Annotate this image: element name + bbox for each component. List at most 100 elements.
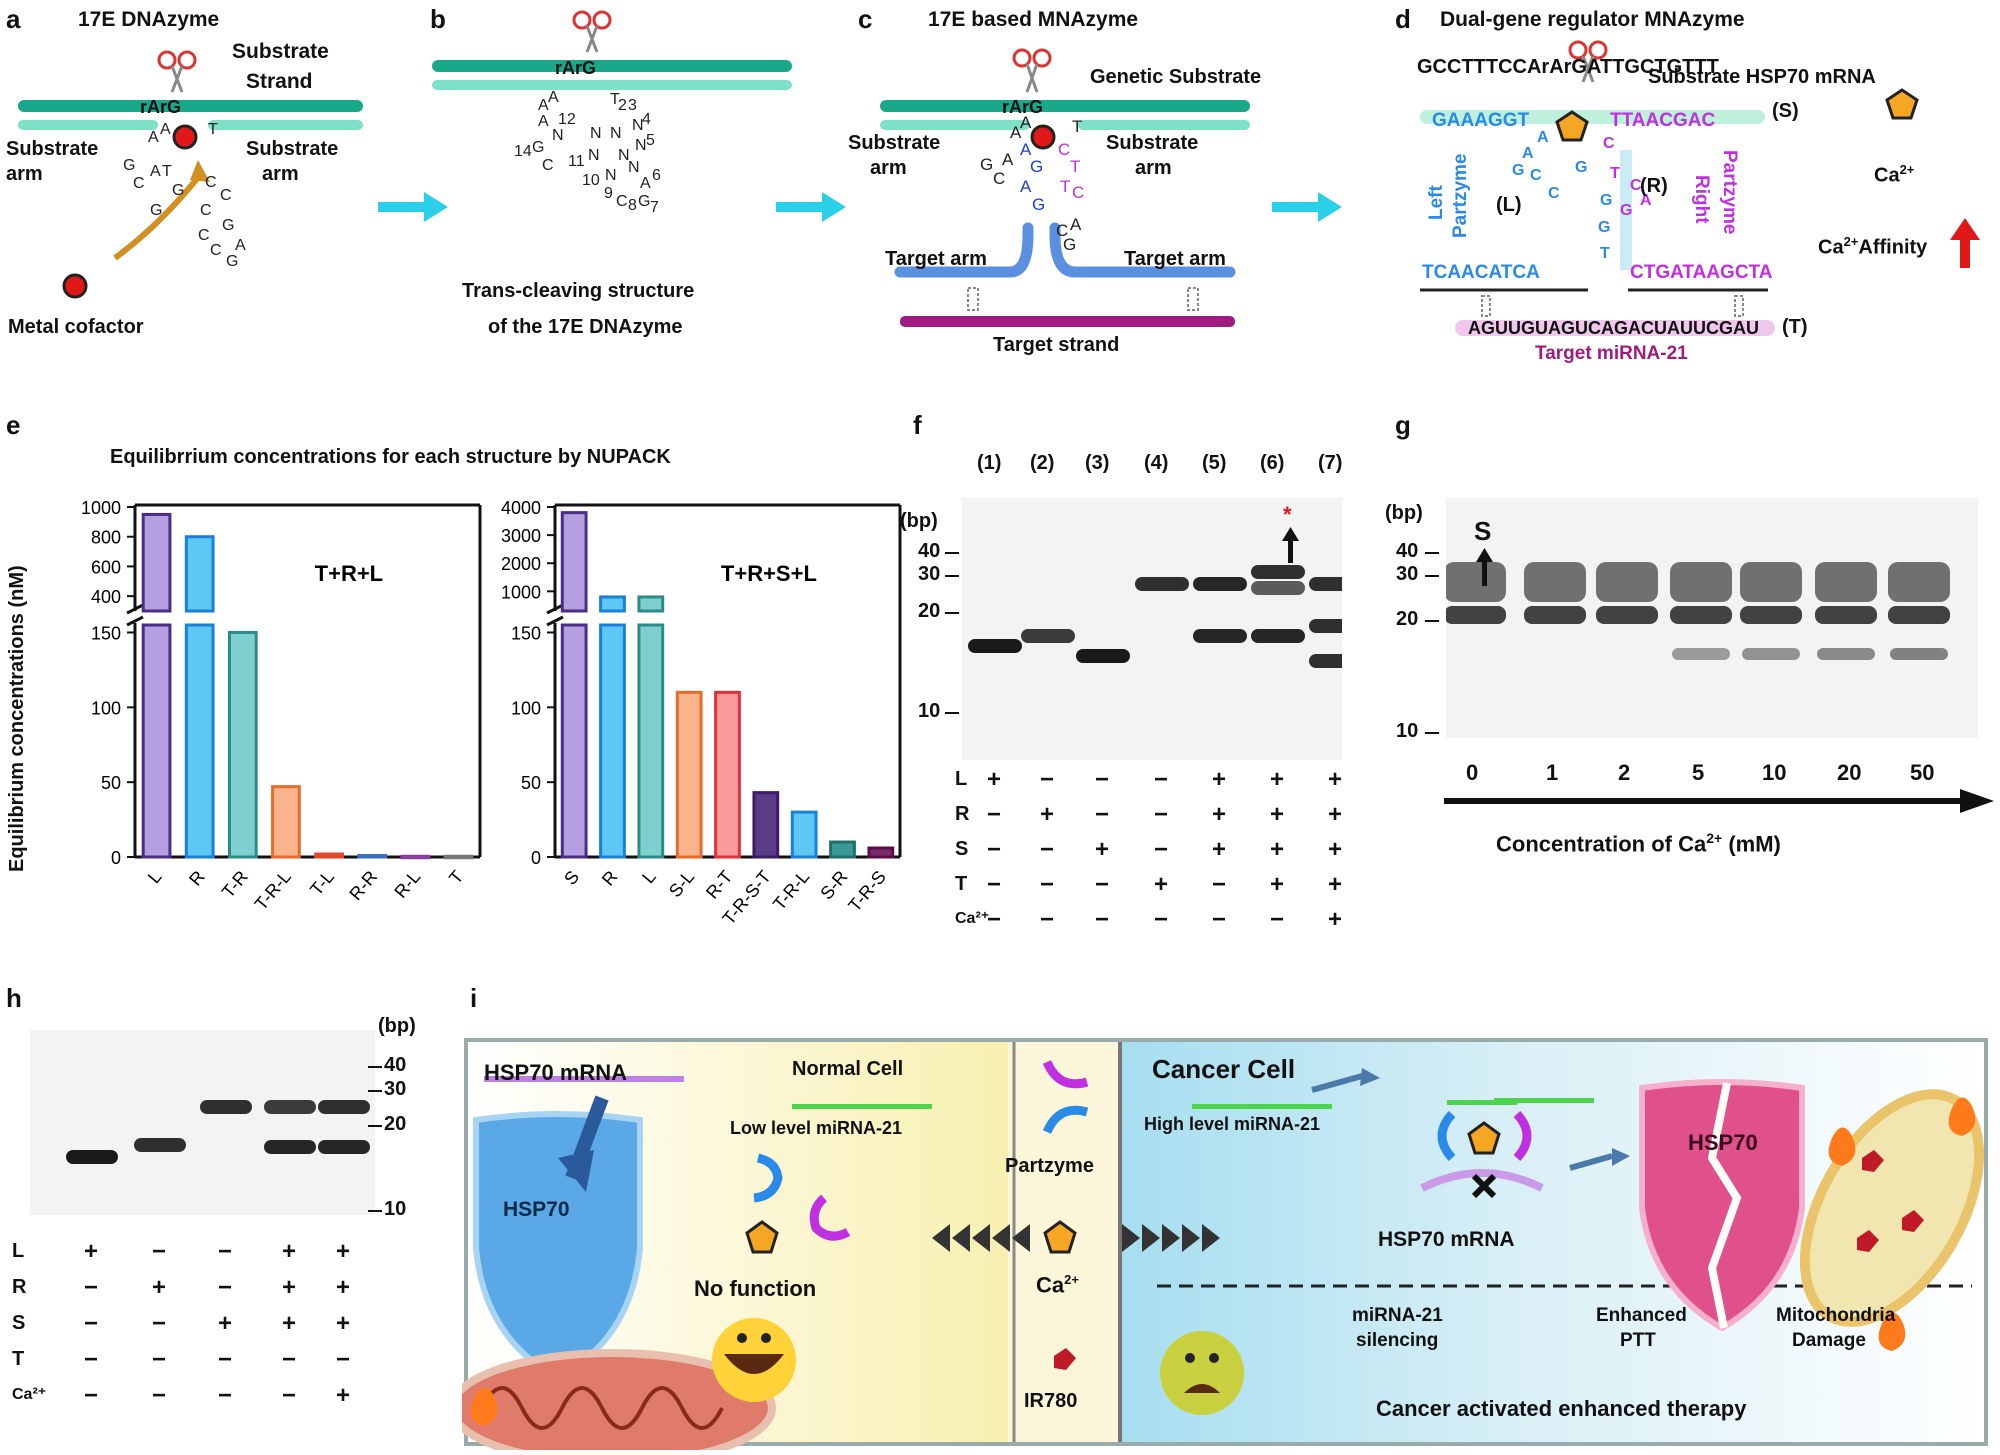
mirna-silencing-1: miRNA-21 xyxy=(1352,1305,1443,1326)
x-tick-label: T-R-S xyxy=(844,867,890,916)
panel-letter-d: d xyxy=(1395,4,1411,34)
f-sign: + xyxy=(1212,766,1227,793)
h-sign: + xyxy=(84,1238,99,1265)
g-gel-band xyxy=(1890,648,1948,660)
svg-text:A: A xyxy=(1640,192,1652,209)
f-sign: + xyxy=(1270,801,1285,828)
hsp70-shield-label: HSP70 xyxy=(503,1198,570,1221)
x-tick-label: S xyxy=(560,867,583,889)
svg-text:G: G xyxy=(638,193,650,210)
h-marker-tick xyxy=(368,1210,382,1212)
bar xyxy=(400,854,431,860)
left-seq: GAAAGGT xyxy=(1432,110,1530,131)
f-sign: − xyxy=(1212,871,1227,898)
svg-text:N: N xyxy=(588,147,600,164)
bar-upper xyxy=(599,595,626,613)
g-gel-band xyxy=(1815,562,1877,602)
f-lane-label: (7) xyxy=(1318,452,1343,474)
x-tick-label: T-R xyxy=(218,867,252,902)
x-tick-label: R xyxy=(185,867,209,890)
ir780-icon xyxy=(1054,1348,1076,1370)
y-tick-label: 100 xyxy=(511,698,541,718)
f-sign: + xyxy=(1328,766,1343,793)
svg-text:T: T xyxy=(162,163,172,180)
panel-a-title: 17E DNAzyme xyxy=(78,8,220,31)
svg-text:C: C xyxy=(1058,140,1070,159)
substrate-strand-bar xyxy=(18,100,363,112)
svg-text:10: 10 xyxy=(582,172,600,189)
svg-text:G: G xyxy=(123,157,135,174)
h-gel-band xyxy=(264,1140,316,1154)
bar-upper xyxy=(184,535,215,613)
f-gel-band xyxy=(1309,654,1342,668)
y-tick-label: 3000 xyxy=(501,526,541,546)
sad-face-icon xyxy=(1160,1331,1244,1415)
substrate-strand-line2: Strand xyxy=(246,70,313,93)
bar xyxy=(829,840,856,859)
f-marker-tick xyxy=(945,552,959,554)
right-partzyme-2: Partzyme xyxy=(1719,150,1740,235)
f-gel-band xyxy=(1309,577,1342,591)
svg-text:A: A xyxy=(1537,129,1549,146)
bar xyxy=(227,630,258,859)
h-sign: − xyxy=(218,1346,233,1373)
panel-i-caption: Cancer activated enhanced therapy xyxy=(1376,1396,1747,1421)
g-conc-label: 50 xyxy=(1910,760,1935,785)
axis-break xyxy=(126,615,144,627)
left-partzyme-icon xyxy=(753,1153,783,1203)
t-tag: (T) xyxy=(1782,316,1808,338)
c-substrate-arm-left-1: Substrate xyxy=(848,132,941,154)
svg-text:N: N xyxy=(628,159,640,176)
h-gel-band xyxy=(66,1150,118,1164)
h-marker-label: 30 xyxy=(384,1078,407,1100)
svg-text:N: N xyxy=(618,147,630,164)
b-rarg-label: rArG xyxy=(555,58,597,78)
svg-text:G: G xyxy=(1030,157,1043,176)
left-partzyme-1: Left xyxy=(1426,185,1447,220)
f-sign: + xyxy=(1154,871,1169,898)
h-sign: − xyxy=(218,1238,233,1265)
x-tick-label: S-R xyxy=(816,867,851,904)
h-gel-bands xyxy=(66,1100,370,1164)
c-substrate-arm-left-2: arm xyxy=(870,157,907,179)
low-mirna-label: Low level miRNA-21 xyxy=(730,1118,903,1138)
h-row-label: R xyxy=(12,1276,27,1298)
f-gel-band xyxy=(1021,629,1075,643)
svg-text:C: C xyxy=(1548,185,1560,202)
g-gel-band xyxy=(1740,562,1802,602)
target-mirna-label: Target miRNA-21 xyxy=(1535,343,1688,364)
arrow-icon xyxy=(113,173,203,261)
svg-text:C: C xyxy=(616,193,628,210)
x-tick-label: L xyxy=(638,867,660,888)
svg-text:T: T xyxy=(610,91,620,108)
f-sign: + xyxy=(1270,871,1285,898)
f-marker-label: 40 xyxy=(918,540,941,562)
x-tick-label: R-L xyxy=(390,867,424,902)
panel-letter-h: h xyxy=(6,983,22,1013)
g-gel-band xyxy=(1446,606,1506,624)
axis-break xyxy=(546,603,564,615)
chart-title: T+R+L xyxy=(315,561,383,586)
svg-text:T: T xyxy=(1072,117,1082,136)
y-tick-label: 800 xyxy=(91,528,121,548)
y-tick-label: 50 xyxy=(101,773,121,793)
f-gel-band xyxy=(1251,565,1305,579)
right-arm-bar xyxy=(208,120,363,130)
f-lane-label: (4) xyxy=(1144,452,1169,474)
svg-text:G: G xyxy=(222,217,234,234)
hsp70-right-label: HSP70 xyxy=(1688,1130,1758,1155)
l-tag: (L) xyxy=(1496,194,1522,216)
scissors-icon xyxy=(157,50,197,93)
svg-text:G: G xyxy=(1512,162,1524,179)
right-partzyme-icon xyxy=(809,1194,851,1241)
axis-break xyxy=(126,603,144,615)
g-conc-label: 2 xyxy=(1618,760,1631,785)
svg-text:7: 7 xyxy=(650,199,659,216)
g-gel-band xyxy=(1524,606,1586,624)
svg-text:C: C xyxy=(1530,167,1542,184)
bar xyxy=(271,785,301,859)
f-sign: − xyxy=(1154,836,1169,863)
left-partzyme-2: Partzyme xyxy=(1450,153,1471,239)
h-sign: − xyxy=(152,1382,167,1409)
